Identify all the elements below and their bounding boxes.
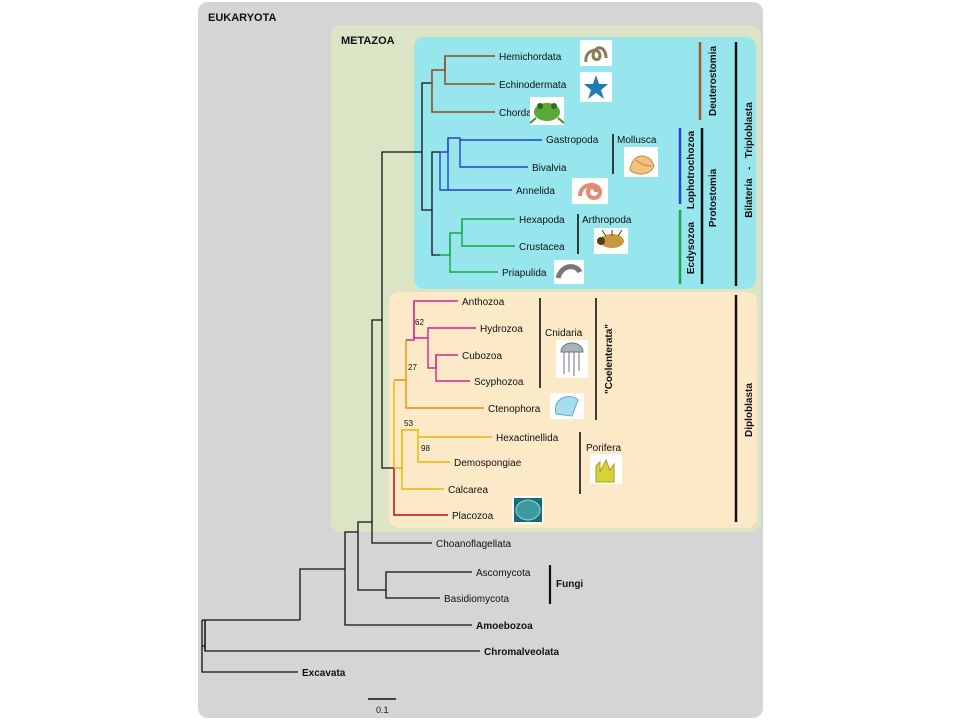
taxon-ascomycota: Ascomycota (476, 568, 531, 579)
clade-deuterostomia: Deuterostomia (708, 46, 719, 116)
taxon-basidiomycota: Basidiomycota (444, 594, 509, 605)
cnidaria-branches (406, 300, 476, 382)
group-cnidaria: Cnidaria (545, 328, 583, 339)
clade-bilateria-triploblasta: Bilateria - Triploblasta (744, 102, 755, 218)
taxon-scyphozoa: Scyphozoa (474, 377, 524, 388)
taxon-annelida: Annelida (516, 186, 555, 197)
taxon-anthozoa: Anthozoa (462, 297, 505, 308)
hemichordata-illustration (580, 40, 612, 66)
taxon-crustacea: Crustacea (519, 242, 565, 253)
group-porifera: Porifera (586, 443, 621, 454)
placozoa-branch (393, 468, 448, 516)
clade-ecdysozoa: Ecdysozoa (686, 221, 697, 274)
group-coelenterata: "Coelenterata" (604, 324, 615, 394)
taxon-placozoa: Placozoa (452, 511, 494, 522)
support-value-53: 53 (404, 419, 413, 428)
taxon-chordata: Chordata (499, 108, 541, 119)
bilateria-panel (414, 37, 756, 289)
eukaryota-label: EUKARYOTA (208, 12, 277, 24)
ecdysozoa-branches (440, 218, 515, 273)
group-mollusca: Mollusca (617, 135, 657, 146)
taxon-amoebozoa: Amoebozoa (476, 621, 533, 632)
metazoa-label: METAZOA (341, 35, 395, 47)
priapulida-illustration (554, 260, 584, 284)
porifera-branches (393, 380, 492, 490)
taxon-hemichordata: Hemichordata (499, 52, 562, 63)
support-value-27: 27 (408, 363, 417, 372)
taxon-choanoflagellata: Choanoflagellata (436, 539, 511, 550)
chordata-illustration (529, 97, 565, 125)
taxon-echinodermata: Echinodermata (499, 80, 567, 91)
mollusca-illustration (624, 147, 658, 177)
taxon-chromalveolata: Chromalveolata (484, 647, 559, 658)
scale-bar-label: 0.1 (376, 705, 389, 715)
clade-diploblasta: Diploblasta (744, 383, 755, 437)
taxon-gastropoda: Gastropoda (546, 135, 599, 146)
support-value-62: 62 (415, 318, 424, 327)
taxon-hydrozoa: Hydrozoa (480, 324, 523, 335)
group-fungi: Fungi (556, 579, 583, 590)
deuterostomia-branches (431, 55, 495, 113)
cnidaria-illustration (556, 340, 588, 378)
taxon-excavata: Excavata (302, 668, 346, 679)
taxon-ctenophora: Ctenophora (488, 404, 541, 415)
taxon-bivalvia: Bivalvia (532, 163, 567, 174)
placozoa-illustration (512, 496, 544, 524)
arthropoda-illustration (594, 228, 628, 254)
group-arthropoda: Arthropoda (582, 215, 632, 226)
ctenophora-branches (394, 340, 484, 409)
taxon-priapulida: Priapulida (502, 268, 547, 279)
group-brackets (539, 134, 614, 604)
support-value-98: 98 (421, 444, 430, 453)
taxon-hexactinellida: Hexactinellida (496, 433, 559, 444)
taxon-calcarea: Calcarea (448, 485, 488, 496)
taxon-hexapoda: Hexapoda (519, 215, 565, 226)
ctenophora-illustration (550, 393, 584, 419)
clade-lophotrochozoa: Lophotrochozoa (686, 130, 697, 209)
clade-protostomia: Protostomia (708, 168, 719, 227)
porifera-illustration (590, 454, 622, 484)
lophotrochozoa-branches (439, 137, 542, 191)
annelida-illustration (572, 178, 608, 204)
taxon-cubozoa: Cubozoa (462, 351, 502, 362)
taxon-demospongiae: Demospongiae (454, 458, 522, 469)
echinodermata-illustration (580, 72, 612, 102)
